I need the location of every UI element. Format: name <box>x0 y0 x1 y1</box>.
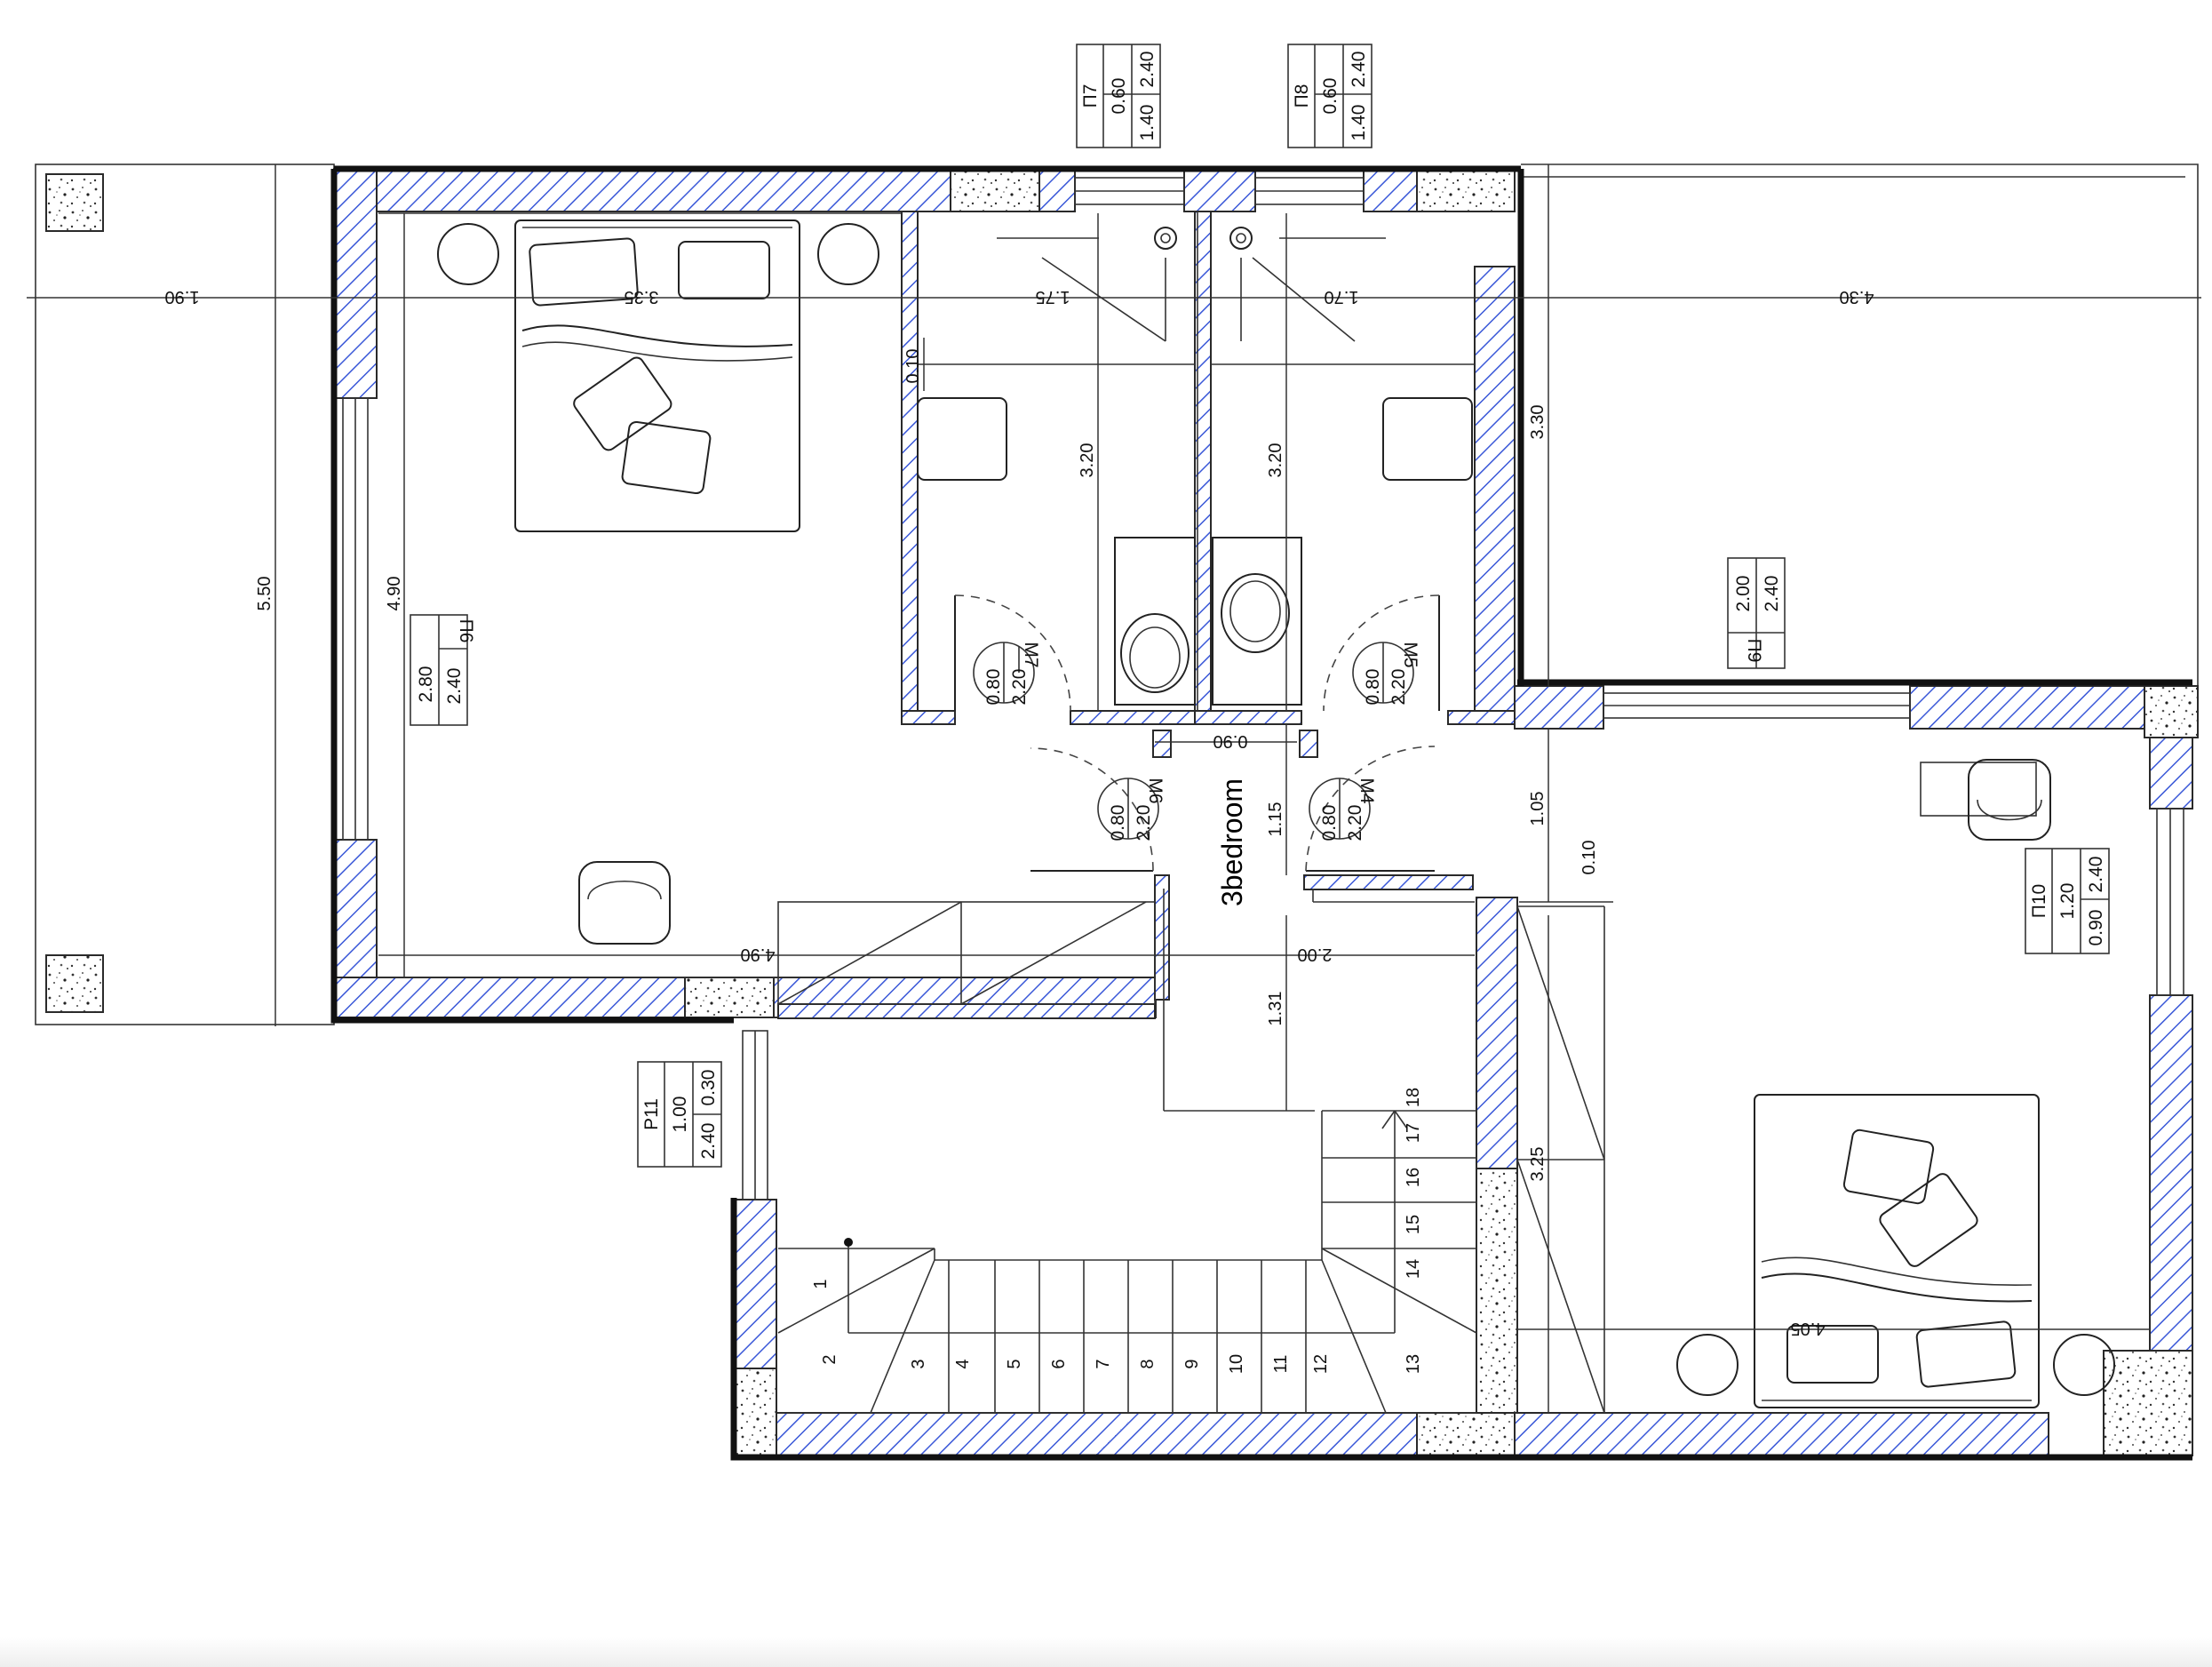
terrace-right <box>1521 164 2199 687</box>
bedroom2-furniture <box>1516 759 2115 1414</box>
tag-m7-id: М7 <box>1021 642 1041 667</box>
tag-p11-id: Р11 <box>641 1098 662 1130</box>
dim-bedroom1-width: 3.35 <box>625 287 659 307</box>
dim-terrace-width: 1.90 <box>165 287 200 307</box>
dim-bedroom1-height: 4.90 <box>385 577 404 611</box>
tag-p7-id: П7 <box>1080 84 1101 108</box>
tag-m4-w: 0.80 <box>1319 805 1340 841</box>
tag-p7-h2: 2.40 <box>1137 52 1158 88</box>
tag-p11-h1: 2.40 <box>698 1123 719 1160</box>
tag-p10-h2: 2.40 <box>2086 857 2106 893</box>
dim-corridor-depth: 1.05 <box>1528 792 1548 826</box>
stair-step-number: 9 <box>1182 1359 1202 1368</box>
stair-step-number: 1 <box>811 1279 831 1288</box>
dim-bedroom2-depth: 3.25 <box>1528 1147 1548 1182</box>
tag-p10-id: П10 <box>2029 884 2049 918</box>
dim-terrace-right-depth: 3.30 <box>1528 405 1548 440</box>
tag-p10-w: 1.20 <box>2057 883 2078 920</box>
dim-terrace-right-width: 4.30 <box>1840 287 1874 307</box>
tag-p8-h1: 1.40 <box>1349 105 1369 141</box>
dim-bedroom2-width: 4.05 <box>1791 1319 1826 1338</box>
tag-m7-h: 2.20 <box>1009 669 1030 706</box>
stair-step-number: 3 <box>909 1359 928 1368</box>
stair-step-number: 5 <box>1005 1359 1024 1368</box>
tag-p9-id: П9 <box>1744 639 1764 663</box>
dimension-lines <box>27 164 2201 1413</box>
stair-step-number: 18 <box>1404 1088 1423 1107</box>
window-tag-p6: П6 2.80 2.40 <box>410 614 476 726</box>
tag-p11-w: 1.00 <box>670 1097 690 1133</box>
staircase <box>777 901 1477 1414</box>
tag-p7-h1: 1.40 <box>1137 105 1158 141</box>
door-tag-m4: 0.80 2.20 М4 <box>1309 778 1377 841</box>
stair-step-number: 2 <box>820 1354 839 1364</box>
dim-bath2-width: 1.70 <box>1325 287 1359 307</box>
stair-step-number: 10 <box>1227 1354 1246 1374</box>
tag-m5-h: 2.20 <box>1388 669 1409 706</box>
tag-p7-w: 0.60 <box>1109 78 1129 115</box>
stair-step-number: 12 <box>1311 1354 1331 1374</box>
tag-m6-w: 0.80 <box>1108 805 1128 841</box>
tag-m6-h: 2.20 <box>1134 805 1154 841</box>
bottom-scroll-shadow <box>0 1637 2212 1667</box>
bath1-fixtures <box>917 227 1196 712</box>
room-label: 3bedroom <box>1216 778 1248 906</box>
door-tag-m6: 0.80 2.20 М6 <box>1097 778 1166 841</box>
tag-p8-id: П8 <box>1292 84 1312 108</box>
tag-m4-id: М4 <box>1357 778 1377 803</box>
dim-bath-partition: 0.10 <box>903 349 923 384</box>
windows <box>342 177 2184 1200</box>
tag-p6-h: 2.40 <box>444 668 465 705</box>
stair-step-number: 7 <box>1094 1359 1113 1368</box>
window-tag-p7: П7 0.60 1.40 2.40 <box>1076 44 1161 148</box>
bedroom1-furniture <box>437 219 879 945</box>
stair-step-number: 6 <box>1049 1359 1069 1368</box>
tag-p6-id: П6 <box>456 619 476 643</box>
tag-m5-w: 0.80 <box>1363 669 1383 706</box>
stair-step-number: 16 <box>1404 1168 1423 1187</box>
tag-p8-w: 0.60 <box>1320 78 1341 115</box>
window-tag-p10: П10 1.20 0.90 2.40 <box>2025 848 2110 954</box>
door-tag-m5: 0.80 2.20 М5 <box>1352 642 1420 706</box>
partitions <box>378 211 1613 1112</box>
tag-m6-id: М6 <box>1145 778 1166 803</box>
tag-p9-w: 2.00 <box>1733 576 1754 612</box>
dim-hall-width: 0.90 <box>1213 731 1248 751</box>
window-tag-p9: П9 2.00 2.40 <box>1727 557 1786 669</box>
tag-m4-h: 2.20 <box>1345 805 1365 841</box>
dimension-texts: 1.90 3.35 1.75 1.70 4.30 5.50 4.90 0.10 … <box>165 287 1874 1338</box>
stair-step-number: 13 <box>1404 1354 1423 1374</box>
tag-m5-id: М5 <box>1400 642 1420 667</box>
stair-step-number: 15 <box>1404 1215 1423 1234</box>
dim-bath2-depth: 3.20 <box>1266 443 1285 478</box>
dim-wall-thickness: 0.10 <box>1579 841 1599 875</box>
dim-hall-depth: 1.15 <box>1266 802 1285 837</box>
stair-step-number: 17 <box>1404 1123 1423 1143</box>
stair-step-number: 8 <box>1138 1359 1158 1368</box>
terrace-left <box>35 164 335 1025</box>
dim-stair-landing: 1.31 <box>1266 992 1285 1026</box>
tag-p10-h1: 0.90 <box>2086 910 2106 946</box>
dim-bath1-depth: 3.20 <box>1078 443 1097 478</box>
dim-stair-width: 2.00 <box>1298 945 1333 964</box>
tag-m7-w: 0.80 <box>983 669 1004 706</box>
tag-p6-w: 2.80 <box>416 666 436 703</box>
dim-terrace-height: 5.50 <box>255 577 275 611</box>
bath2-fixtures <box>1212 227 1473 712</box>
door-tag-m7: 0.80 2.20 М7 <box>973 642 1041 706</box>
window-tag-p11: Р11 1.00 2.40 0.30 <box>637 1061 722 1168</box>
dim-bath1-width: 1.75 <box>1036 287 1070 307</box>
dim-bedroom1-bottom-width: 4.90 <box>741 945 776 964</box>
walls <box>330 165 2199 1461</box>
stair-step-number: 14 <box>1404 1259 1423 1279</box>
stair-step-number: 11 <box>1271 1355 1291 1374</box>
stair-step-number: 4 <box>953 1359 973 1368</box>
tag-p9-h: 2.40 <box>1762 576 1782 612</box>
window-tag-p8: П8 0.60 1.40 2.40 <box>1287 44 1373 148</box>
tag-p8-h2: 2.40 <box>1349 52 1369 88</box>
hall-doors <box>1030 730 1436 872</box>
tag-p11-h2: 0.30 <box>698 1070 719 1106</box>
